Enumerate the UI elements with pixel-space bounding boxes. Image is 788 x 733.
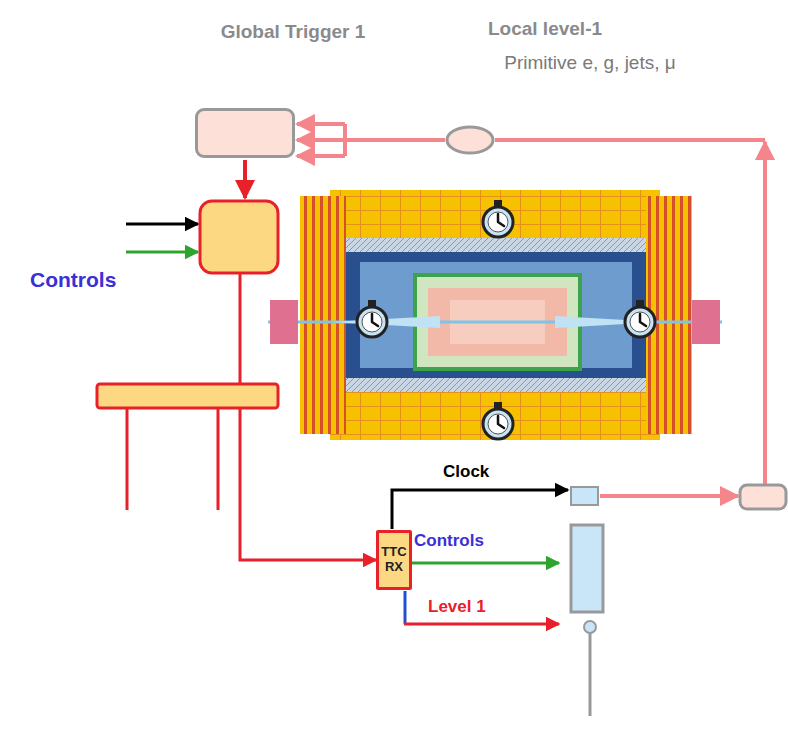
clock-label: Clock: [443, 462, 489, 482]
local-trigger-ellipse: Local level-1Primitive e, g, jets, μ: [445, 125, 495, 155]
detector: [268, 190, 722, 440]
clock-icon: [357, 300, 387, 337]
trigger-primitive-wire: [495, 138, 765, 142]
global-trigger-box: Global Trigger 1: [195, 108, 295, 158]
clock-icon: [625, 300, 655, 337]
signal-arrow: [297, 138, 445, 142]
front-end-clock-box: [571, 487, 598, 505]
front-end-box: [571, 525, 603, 612]
node-heading: Local level-1: [488, 18, 602, 40]
trigger-input-arrow: [297, 154, 345, 158]
level1-output-stub: [404, 591, 407, 624]
trigger-input-arrow: [297, 122, 345, 126]
front-end-sensor: [584, 621, 596, 633]
trigger-primitive-wire: [600, 494, 738, 498]
level1-output-wire: [404, 623, 559, 626]
controls-label: Controls: [30, 268, 116, 292]
ttc-transmitter-box: [200, 201, 278, 273]
ttc-branch: [240, 409, 376, 560]
ttc-branch: [217, 409, 220, 510]
controls-input-arrow: [126, 251, 198, 254]
node-heading: Global Trigger 1: [221, 21, 366, 43]
front-end-cable: [589, 633, 592, 716]
clock-icon: [483, 402, 513, 439]
node-heading: Primitive e, g, jets, μ: [504, 52, 675, 74]
ttc-wire: [239, 273, 242, 384]
ttc-receiver-box: TTC RX: [376, 530, 412, 590]
clock-input-arrow: [126, 223, 198, 226]
ttc-branch: [126, 409, 129, 510]
level1-label: Level 1: [428, 597, 486, 617]
ttc-distribution-bar: [97, 384, 278, 408]
clock-output-wire: [392, 490, 568, 529]
trigger-primitive-box: [740, 485, 786, 509]
level1-wire: [243, 160, 247, 198]
node-text: TTC RX: [381, 545, 406, 575]
controls-output-wire: [411, 562, 559, 565]
clock-icon: [483, 200, 513, 237]
controls-label: Controls: [414, 531, 484, 551]
trigger-primitive-wire: [763, 142, 767, 484]
ellipse-outline: [445, 125, 495, 155]
